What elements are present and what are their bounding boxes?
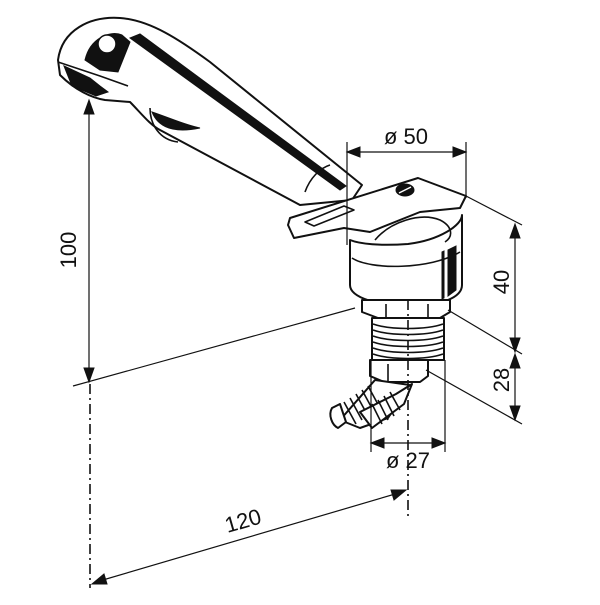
dimension-thread-height: 28: [425, 352, 523, 425]
hose-connectors: [329, 379, 413, 429]
dimension-thread-diameter: ø 27: [369, 360, 447, 473]
faucet-body: [349, 214, 463, 307]
dimension-spout-height: 100: [56, 98, 356, 387]
dimension-spout-reach: 120: [90, 489, 408, 585]
dimension-body-height: 40: [447, 195, 523, 355]
label-spout-reach: 120: [222, 504, 264, 538]
faucet-spout: [57, 16, 363, 206]
dimension-base-diameter: ø 50: [345, 124, 468, 245]
label-base-diameter: ø 50: [384, 124, 428, 149]
label-thread-diameter: ø 27: [386, 448, 430, 473]
label-spout-height: 100: [56, 232, 81, 269]
label-thread-height: 28: [489, 368, 514, 392]
label-body-height: 40: [489, 270, 514, 294]
center-lines: [89, 300, 409, 588]
faucet-shank: [361, 299, 451, 383]
faucet-lever: [287, 177, 467, 239]
